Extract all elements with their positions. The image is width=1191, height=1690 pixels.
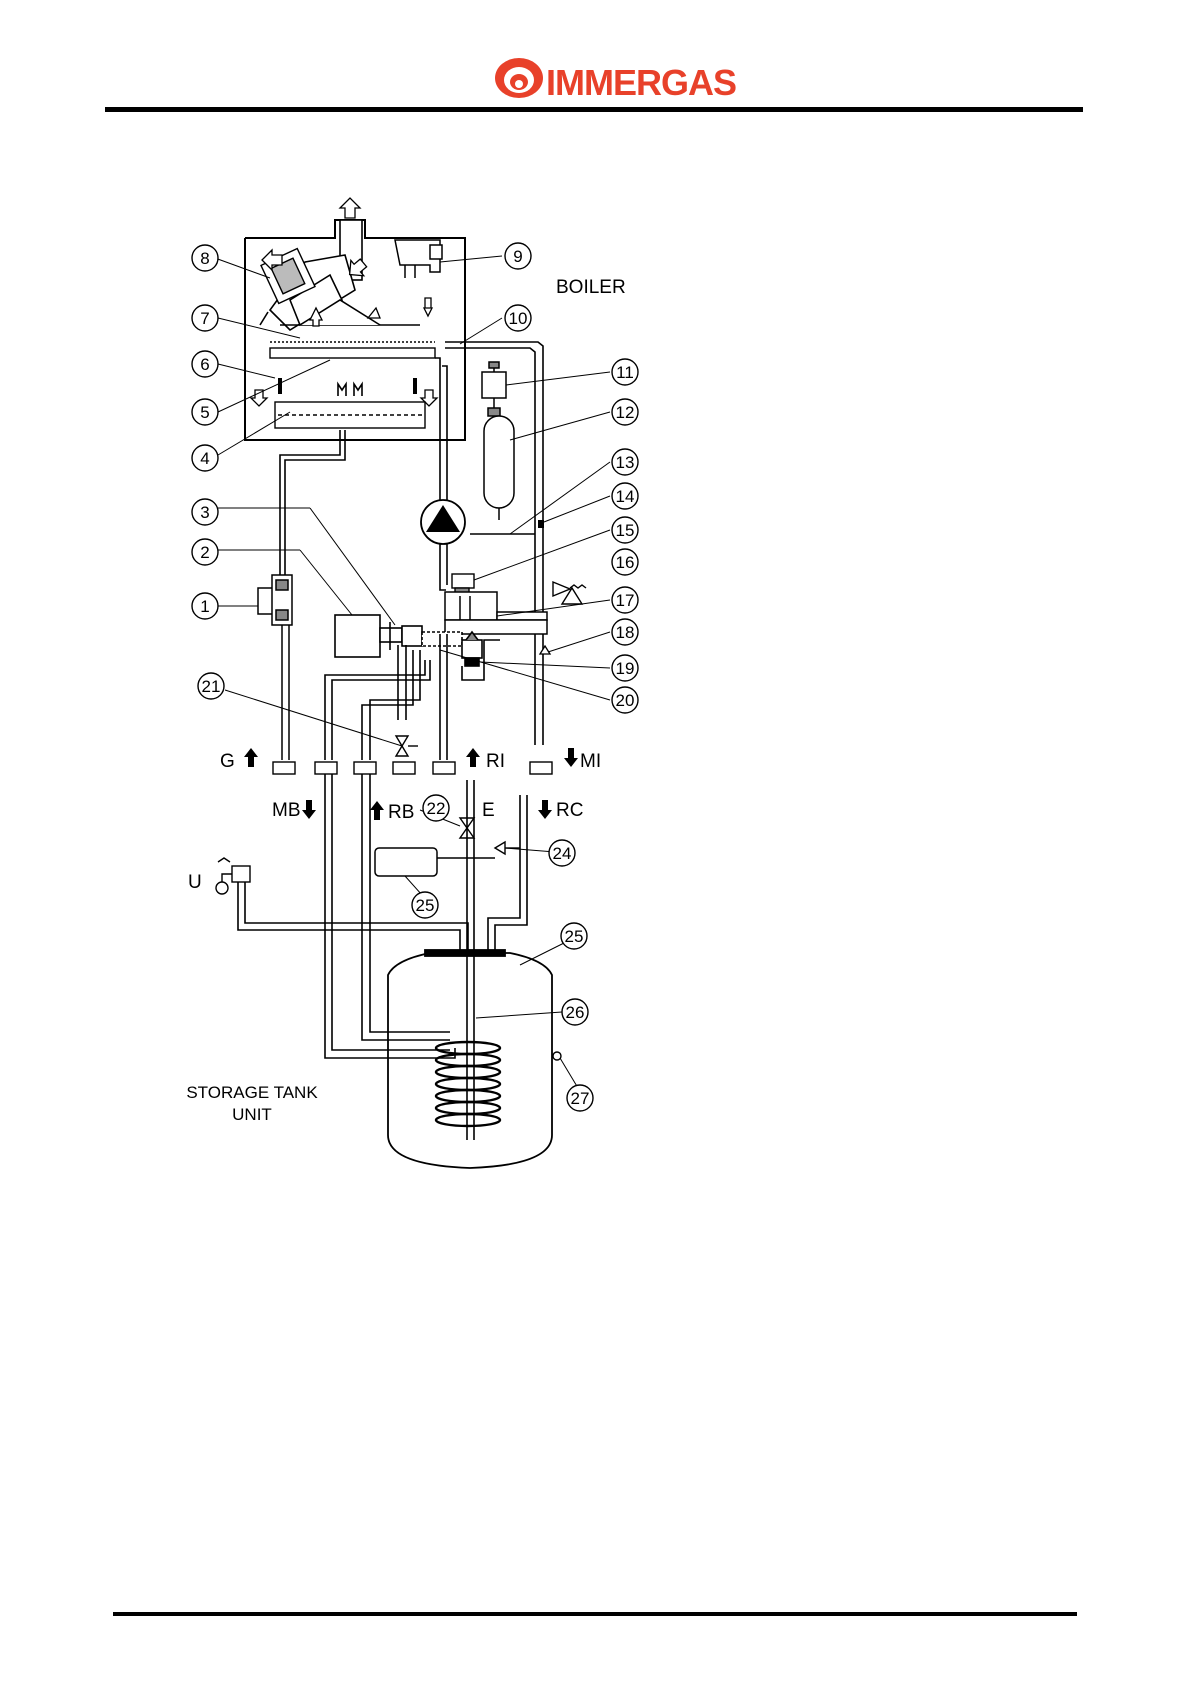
burner [275, 402, 425, 428]
callout-19: 19 [616, 659, 635, 678]
callout-18: 18 [616, 623, 635, 642]
callout-1: 1 [200, 597, 209, 616]
recirculation-arrow-icon [538, 800, 552, 819]
callout-6: 6 [200, 355, 209, 374]
flame-emblem-icon [495, 58, 543, 98]
connection-fittings [273, 762, 552, 774]
gas-valve [258, 575, 292, 760]
storage-tank-label-line1: STORAGE TANK [186, 1083, 318, 1102]
label-rc: RC [556, 800, 583, 821]
label-rb: RB [388, 802, 414, 823]
temperature-sensor [540, 646, 550, 654]
hydraulic-block [445, 592, 547, 634]
immergas-logo: IMMERGAS [495, 58, 736, 103]
filling-tap [396, 736, 418, 756]
callout-12: 12 [616, 403, 635, 422]
ignition-electrodes [278, 378, 417, 396]
callout-15: 15 [616, 521, 635, 540]
tank-return-arrow-icon [370, 801, 384, 820]
air-pressure-switch [395, 240, 442, 278]
label-ri: RI [486, 751, 505, 772]
callout-10: 10 [509, 309, 528, 328]
label-e: E [482, 800, 495, 821]
callout-26: 26 [566, 1003, 585, 1022]
heating-coil [436, 1042, 500, 1126]
air-vent-and-expansion-vessel [470, 362, 535, 534]
label-u: U [188, 872, 202, 893]
storage-tank [388, 950, 552, 1168]
callout-22: 22 [427, 799, 446, 818]
callout-11: 11 [616, 363, 634, 382]
callout-16: 16 [616, 553, 635, 572]
tank-flow-arrow-icon [302, 800, 316, 819]
circulation-pump [421, 500, 465, 544]
footer-rule [113, 1612, 1077, 1616]
heating-return-arrow-icon [466, 748, 480, 767]
tank-thermostat-box [375, 848, 495, 876]
label-mb: MB [272, 800, 301, 821]
callouts [192, 243, 638, 1111]
callout-13: 13 [616, 453, 635, 472]
callout-9: 9 [513, 247, 522, 266]
callout-25-thermostat: 25 [416, 896, 435, 915]
header-rule [105, 107, 1083, 112]
callout-25-tank: 25 [565, 927, 584, 946]
callout-24: 24 [553, 844, 572, 863]
storage-tank-label-line2: UNIT [232, 1105, 272, 1124]
callout-5: 5 [200, 403, 209, 422]
pressure-gauge-sensor [538, 520, 544, 528]
callout-27: 27 [571, 1089, 590, 1108]
brand-wordmark: IMMERGAS [546, 62, 736, 103]
gas-inlet-arrow-icon [244, 748, 258, 767]
callout-14: 14 [616, 487, 635, 506]
tank-drain-sensor [553, 1052, 561, 1060]
label-mi: MI [580, 751, 601, 772]
callout-7: 7 [200, 309, 209, 328]
callout-17: 17 [616, 591, 635, 610]
boiler-label: BOILER [556, 277, 626, 298]
callout-21: 21 [202, 677, 221, 696]
callout-3: 3 [200, 503, 209, 522]
pressure-switch [452, 574, 474, 594]
safety-valve-symbol [553, 582, 586, 604]
heating-flow-arrow-icon [564, 748, 578, 767]
label-g: G [220, 751, 235, 772]
primary-heat-exchanger [270, 342, 435, 358]
callout-2: 2 [200, 543, 209, 562]
callout-8: 8 [200, 249, 209, 268]
callout-20: 20 [616, 691, 635, 710]
callout-4: 4 [200, 449, 209, 468]
